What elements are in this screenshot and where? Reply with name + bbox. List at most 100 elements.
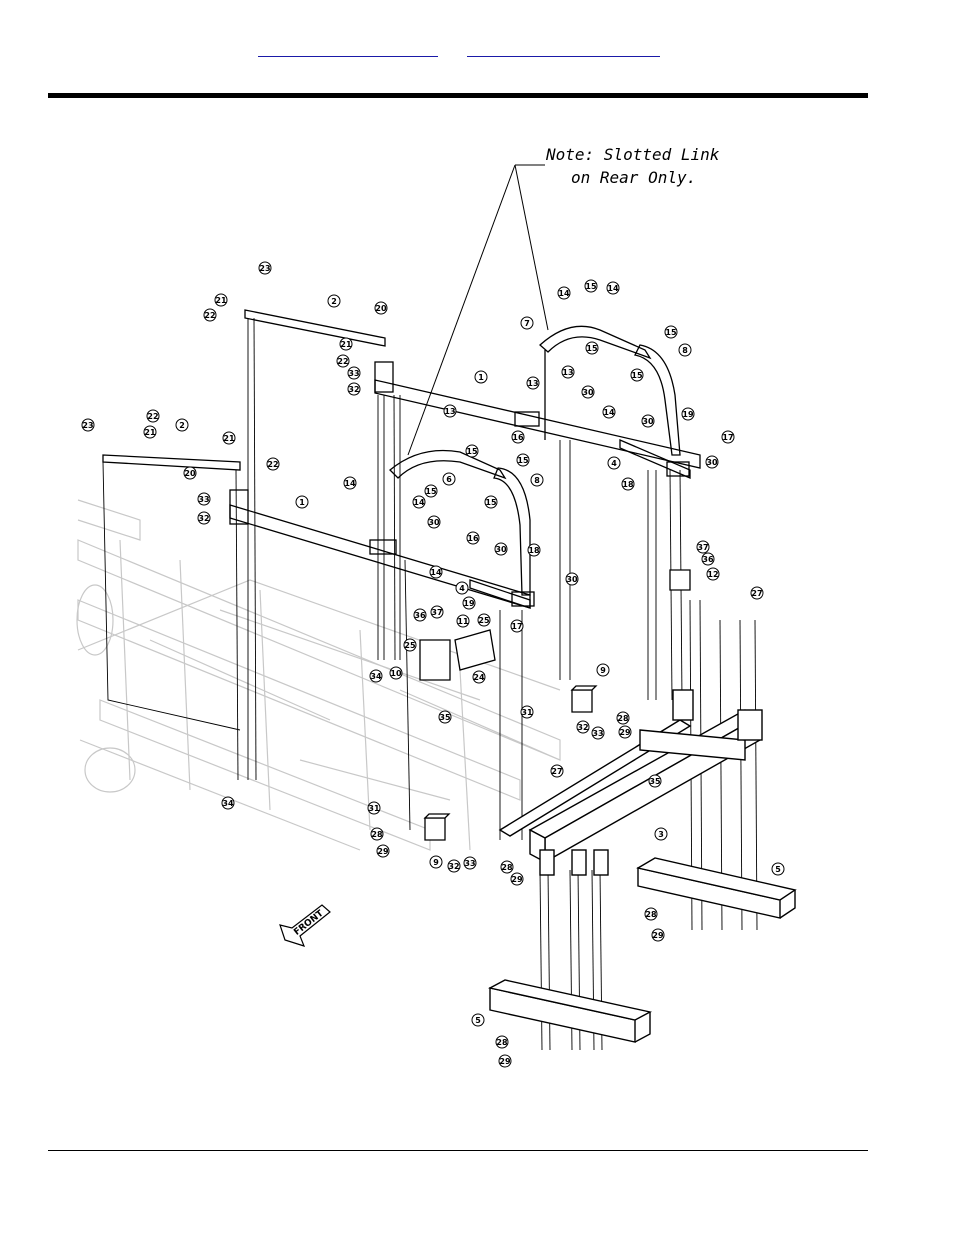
- callout-balloon: [81, 418, 95, 432]
- callout-11: 11: [456, 614, 470, 628]
- callout-20: 20: [183, 466, 197, 480]
- note-line-1: Note: Slotted Link: [545, 145, 720, 164]
- callout-number: 37: [431, 608, 442, 617]
- callout-number: 28: [371, 830, 383, 839]
- callout-number: 32: [448, 862, 459, 871]
- callout-balloon: [530, 473, 544, 487]
- callout-balloon: [678, 343, 692, 357]
- callout-number: 28: [645, 910, 657, 919]
- callout-balloon: [621, 477, 635, 491]
- callout-balloon: [462, 596, 476, 610]
- callout-number: 5: [775, 865, 781, 874]
- callout-balloon: [222, 431, 236, 445]
- callout-number: 29: [377, 847, 389, 856]
- callout-number: 21: [215, 296, 227, 305]
- callout-balloon: [466, 531, 480, 545]
- callout-balloon: [651, 928, 665, 942]
- callout-28: 28: [500, 860, 514, 874]
- callout-balloon: [197, 492, 211, 506]
- callout-number: 1: [478, 373, 484, 382]
- callout-number: 30: [582, 388, 594, 397]
- callout-37: 37: [696, 540, 710, 554]
- header-link-1[interactable]: [258, 34, 438, 57]
- callout-number: 19: [463, 599, 475, 608]
- callout-2: 2: [327, 294, 341, 308]
- callout-balloon: [429, 855, 443, 869]
- callout-number: 9: [600, 666, 606, 675]
- callout-32: 32: [576, 720, 590, 734]
- callout-number: 25: [478, 616, 490, 625]
- callout-4: 4: [607, 456, 621, 470]
- callout-14: 14: [557, 286, 571, 300]
- callout-25: 25: [403, 638, 417, 652]
- callout-13: 13: [443, 404, 457, 418]
- callout-balloon: [602, 405, 616, 419]
- callout-number: 33: [198, 495, 209, 504]
- callout-31: 31: [367, 801, 381, 815]
- callout-balloon: [367, 801, 381, 815]
- callout-number: 19: [682, 410, 694, 419]
- callout-number: 5: [475, 1016, 481, 1025]
- callout-15: 15: [465, 444, 479, 458]
- callout-7: 7: [520, 316, 534, 330]
- callout-balloon: [701, 552, 715, 566]
- callout-15: 15: [664, 325, 678, 339]
- callout-15: 15: [584, 279, 598, 293]
- callout-balloon: [596, 663, 610, 677]
- callout-21: 21: [339, 337, 353, 351]
- callout-balloon: [618, 725, 632, 739]
- callout-number: 6: [446, 475, 452, 484]
- callout-22: 22: [146, 409, 160, 423]
- callout-number: 17: [722, 433, 733, 442]
- callout-balloon: [705, 455, 719, 469]
- callout-balloon: [389, 666, 403, 680]
- callout-number: 27: [551, 767, 562, 776]
- callout-8: 8: [530, 473, 544, 487]
- callout-balloon: [516, 453, 530, 467]
- callout-34: 34: [221, 796, 235, 810]
- callout-balloon: [427, 515, 441, 529]
- callout-14: 14: [606, 281, 620, 295]
- callout-1: 1: [474, 370, 488, 384]
- callout-number: 22: [267, 460, 278, 469]
- callout-3: 3: [654, 827, 668, 841]
- callout-balloon: [471, 1013, 485, 1027]
- callout-balloon: [630, 368, 644, 382]
- vertical-lines: [102, 317, 758, 1051]
- header-link-2[interactable]: [467, 34, 660, 57]
- callout-balloon: [430, 605, 444, 619]
- callout-24: 24: [472, 670, 486, 684]
- callout-balloon: [429, 565, 443, 579]
- callout-18: 18: [527, 543, 541, 557]
- callout-number: 30: [428, 518, 440, 527]
- callout-15: 15: [484, 495, 498, 509]
- callout-number: 14: [430, 568, 442, 577]
- lower-frame: [487, 689, 797, 1043]
- callout-15: 15: [585, 341, 599, 355]
- callout-35: 35: [648, 774, 662, 788]
- callout-number: 10: [390, 669, 402, 678]
- callout-number: 8: [534, 476, 540, 485]
- front-arrow-icon: FRONT: [279, 904, 331, 947]
- callout-balloon: [654, 827, 668, 841]
- callout-balloon: [143, 425, 157, 439]
- callout-33: 33: [347, 366, 361, 380]
- callout-balloon: [696, 540, 710, 554]
- callout-balloon: [591, 726, 605, 740]
- callout-12: 12: [706, 567, 720, 581]
- callout-balloon: [584, 279, 598, 293]
- callout-36: 36: [701, 552, 715, 566]
- callout-number: 18: [528, 546, 540, 555]
- callout-33: 33: [197, 492, 211, 506]
- callout-balloon: [412, 495, 426, 509]
- callout-8: 8: [678, 343, 692, 357]
- callout-number: 28: [496, 1038, 508, 1047]
- callout-33: 33: [591, 726, 605, 740]
- callout-29: 29: [510, 872, 524, 886]
- callout-balloon: [347, 382, 361, 396]
- callout-16: 16: [511, 430, 525, 444]
- callout-36: 36: [413, 608, 427, 622]
- callout-30: 30: [641, 414, 655, 428]
- callout-number: 34: [222, 799, 234, 808]
